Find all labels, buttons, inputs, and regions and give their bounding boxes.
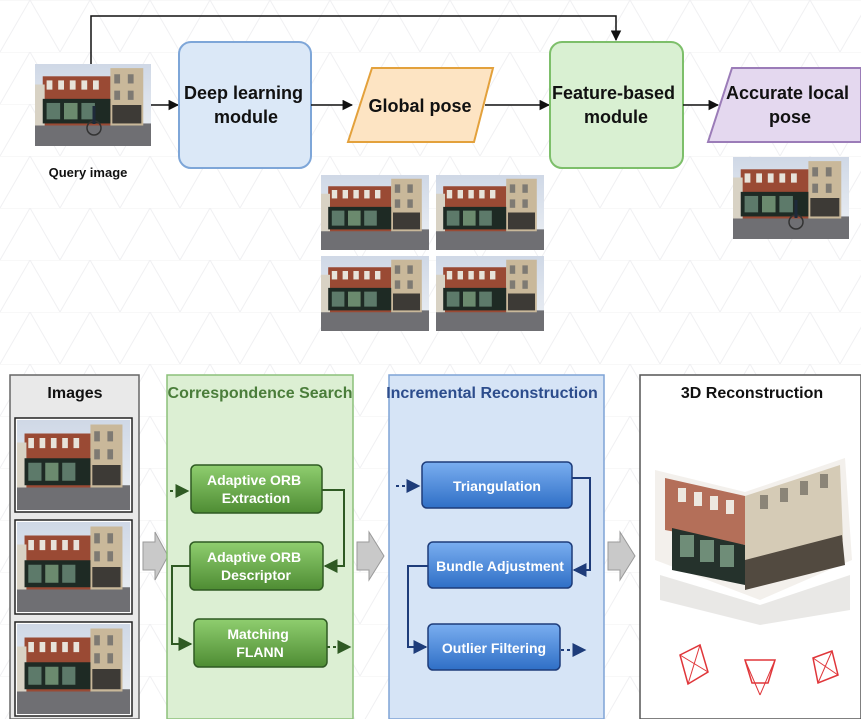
skip-connection-arrow: [90, 15, 622, 64]
svg-text:Adaptive ORB Descriptor: Adaptive ORB Descriptor: [207, 549, 305, 583]
camera-frustum-1: [679, 643, 709, 686]
feature-based-label-line1: Feature-based: [552, 83, 675, 103]
step-bundle-adjustment-label: Bundle Adjustment: [436, 558, 564, 574]
query-image: [35, 64, 151, 146]
global-pose-box: [346, 67, 495, 143]
input-images: [14, 417, 133, 717]
incremental-panel-title: Incremental Reconstruction: [386, 385, 598, 402]
step-triangulation-label: Triangulation: [453, 478, 541, 494]
retrieved-image-2: [436, 175, 544, 250]
step-matching-flann-line2: FLANN: [236, 644, 283, 660]
blue-connector-2: [407, 565, 428, 654]
retrieved-image-4: [436, 256, 544, 331]
camera-frustums: [679, 643, 839, 696]
deep-learning-label-line2: module: [214, 107, 278, 127]
panel-arrow-1: [142, 531, 169, 581]
step-triangulation: [421, 461, 573, 509]
bottom-pipeline: Images Correspondence Search Adaptive OR…: [9, 374, 861, 719]
correspondence-panel-title: Correspondence Search: [168, 385, 353, 402]
feature-based-label-line2: module: [584, 107, 648, 127]
deep-learning-module: [178, 41, 312, 169]
svg-text:Adaptive ORB Extraction: Adaptive ORB Extraction: [207, 472, 305, 506]
feature-based-module: [549, 41, 684, 169]
svg-text:Matching FLANN: Matching FLANN: [227, 626, 292, 660]
step-orb-descriptor-line2: Descriptor: [221, 567, 292, 583]
reconstruction-panel-title: 3D Reconstruction: [681, 385, 823, 402]
accurate-pose-label-line1: Accurate local: [726, 83, 849, 103]
retrieved-image-3: [321, 256, 429, 331]
step-outlier-filtering: [427, 623, 561, 671]
camera-frustum-2: [743, 659, 777, 696]
step-matching-flann: [193, 618, 328, 668]
deep-learning-label-line1: Deep learning: [184, 83, 303, 103]
global-pose-label: Global pose: [368, 96, 471, 116]
panel-arrow-3: [607, 530, 636, 582]
step-matching-flann-line1: Matching: [227, 626, 288, 642]
camera-frustum-3: [812, 650, 839, 685]
query-image-caption: Query image: [49, 165, 128, 180]
accurate-pose-label-line2: pose: [769, 107, 811, 127]
step-orb-descriptor-line1: Adaptive ORB: [207, 549, 301, 565]
top-pipeline: Query image Deep learning module Global …: [35, 15, 861, 331]
step-outlier-filtering-label: Outlier Filtering: [442, 640, 546, 656]
step-orb-extraction-line2: Extraction: [222, 490, 290, 506]
green-connector-1: [322, 489, 345, 573]
panel-arrow-2: [356, 530, 385, 582]
retrieved-image-1: [321, 175, 429, 250]
accurate-pose-box: [706, 67, 861, 143]
green-connector-2: [171, 565, 193, 651]
step-orb-extraction-line1: Adaptive ORB: [207, 472, 301, 488]
images-panel-title: Images: [47, 385, 102, 402]
svg-text:Accurate local pose: Accurate local pose: [726, 83, 854, 127]
svg-text:Deep learning module: Deep learning module: [184, 83, 308, 127]
result-pose-image: [733, 157, 849, 239]
point-cloud: [655, 458, 852, 625]
svg-text:Feature-based module: Feature-based module: [552, 83, 680, 127]
blue-connector-1: [572, 477, 591, 577]
